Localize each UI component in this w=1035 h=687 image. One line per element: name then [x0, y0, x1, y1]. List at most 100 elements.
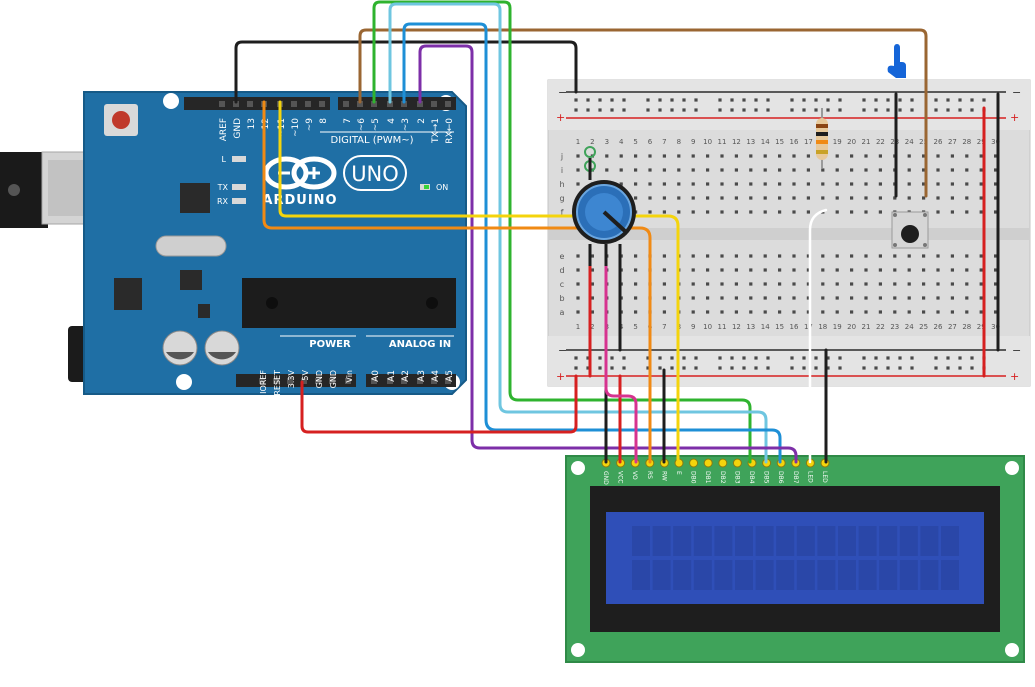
rail-hole[interactable]: [946, 356, 950, 360]
rail-hole[interactable]: [886, 108, 890, 112]
rail-hole[interactable]: [946, 108, 950, 112]
breadboard-hole[interactable]: [936, 210, 940, 214]
breadboard-hole[interactable]: [677, 154, 681, 158]
rail-hole[interactable]: [862, 366, 866, 370]
breadboard-hole[interactable]: [590, 282, 594, 286]
breadboard-hole[interactable]: [864, 268, 868, 272]
breadboard-hole[interactable]: [691, 168, 695, 172]
breadboard-hole[interactable]: [835, 168, 839, 172]
rail-hole[interactable]: [838, 366, 842, 370]
power-pin-hole[interactable]: [259, 378, 265, 384]
rail-hole[interactable]: [826, 108, 830, 112]
rail-hole[interactable]: [730, 108, 734, 112]
digital-pin-hole[interactable]: [387, 101, 393, 107]
power-pin-hole[interactable]: [345, 378, 351, 384]
breadboard-hole[interactable]: [662, 254, 666, 258]
breadboard-hole[interactable]: [677, 210, 681, 214]
breadboard-hole[interactable]: [907, 196, 911, 200]
breadboard-hole[interactable]: [792, 196, 796, 200]
breadboard-hole[interactable]: [691, 182, 695, 186]
breadboard-hole[interactable]: [648, 168, 652, 172]
breadboard-hole[interactable]: [878, 254, 882, 258]
breadboard-hole[interactable]: [979, 268, 983, 272]
rail-hole[interactable]: [754, 366, 758, 370]
breadboard-hole[interactable]: [662, 182, 666, 186]
breadboard-hole[interactable]: [806, 282, 810, 286]
breadboard-hole[interactable]: [994, 282, 998, 286]
arduino-uno-board[interactable]: UNO ARDUINO L TX RX ON DIGITAL (PWM~) PO…: [83, 91, 467, 396]
digital-pin-hole[interactable]: [319, 101, 325, 107]
rail-hole[interactable]: [934, 98, 938, 102]
digital-pin-hole[interactable]: [417, 101, 423, 107]
breadboard-hole[interactable]: [778, 154, 782, 158]
breadboard-hole[interactable]: [821, 196, 825, 200]
rail-hole[interactable]: [754, 356, 758, 360]
breadboard-hole[interactable]: [792, 296, 796, 300]
breadboard-hole[interactable]: [835, 210, 839, 214]
rail-hole[interactable]: [658, 108, 662, 112]
rail-hole[interactable]: [718, 98, 722, 102]
breadboard-hole[interactable]: [749, 154, 753, 158]
rail-hole[interactable]: [622, 98, 626, 102]
rail-hole[interactable]: [682, 356, 686, 360]
rail-hole[interactable]: [598, 356, 602, 360]
breadboard-hole[interactable]: [778, 196, 782, 200]
breadboard-hole[interactable]: [778, 254, 782, 258]
breadboard-hole[interactable]: [763, 196, 767, 200]
breadboard-hole[interactable]: [763, 154, 767, 158]
rail-hole[interactable]: [766, 356, 770, 360]
rail-hole[interactable]: [838, 108, 842, 112]
breadboard-hole[interactable]: [605, 168, 609, 172]
rail-hole[interactable]: [574, 356, 578, 360]
breadboard-hole[interactable]: [821, 296, 825, 300]
rail-hole[interactable]: [610, 98, 614, 102]
power-pin-hole[interactable]: [301, 378, 307, 384]
breadboard-hole[interactable]: [979, 182, 983, 186]
breadboard-hole[interactable]: [850, 268, 854, 272]
breadboard-hole[interactable]: [907, 282, 911, 286]
breadboard-hole[interactable]: [706, 182, 710, 186]
breadboard-hole[interactable]: [907, 154, 911, 158]
digital-pin-hole[interactable]: [445, 101, 451, 107]
breadboard-hole[interactable]: [590, 254, 594, 258]
rail-hole[interactable]: [910, 356, 914, 360]
breadboard-hole[interactable]: [720, 310, 724, 314]
breadboard-hole[interactable]: [821, 310, 825, 314]
power-pin-hole[interactable]: [273, 378, 279, 384]
rail-hole[interactable]: [730, 366, 734, 370]
rail-hole[interactable]: [646, 108, 650, 112]
breadboard-hole[interactable]: [893, 254, 897, 258]
rail-hole[interactable]: [646, 98, 650, 102]
breadboard-hole[interactable]: [850, 154, 854, 158]
breadboard-hole[interactable]: [576, 296, 580, 300]
rail-hole[interactable]: [646, 356, 650, 360]
rail-hole[interactable]: [802, 98, 806, 102]
breadboard-hole[interactable]: [734, 154, 738, 158]
breadboard-hole[interactable]: [965, 182, 969, 186]
breadboard-hole[interactable]: [979, 310, 983, 314]
rail-hole[interactable]: [838, 98, 842, 102]
breadboard-hole[interactable]: [778, 210, 782, 214]
analog-pin-hole[interactable]: [445, 378, 451, 384]
rail-hole[interactable]: [790, 108, 794, 112]
rail-hole[interactable]: [910, 366, 914, 370]
rail-hole[interactable]: [910, 98, 914, 102]
breadboard-hole[interactable]: [634, 268, 638, 272]
rail-hole[interactable]: [826, 356, 830, 360]
breadboard-hole[interactable]: [835, 182, 839, 186]
breadboard-hole[interactable]: [706, 154, 710, 158]
rail-hole[interactable]: [598, 366, 602, 370]
breadboard-hole[interactable]: [922, 296, 926, 300]
breadboard-hole[interactable]: [648, 196, 652, 200]
rail-hole[interactable]: [622, 356, 626, 360]
breadboard-hole[interactable]: [907, 268, 911, 272]
digital-pin-hole[interactable]: [247, 101, 253, 107]
rail-hole[interactable]: [670, 356, 674, 360]
breadboard-hole[interactable]: [965, 168, 969, 172]
rail-hole[interactable]: [742, 366, 746, 370]
breadboard-hole[interactable]: [965, 310, 969, 314]
breadboard-hole[interactable]: [576, 168, 580, 172]
breadboard-hole[interactable]: [850, 168, 854, 172]
breadboard-hole[interactable]: [864, 168, 868, 172]
